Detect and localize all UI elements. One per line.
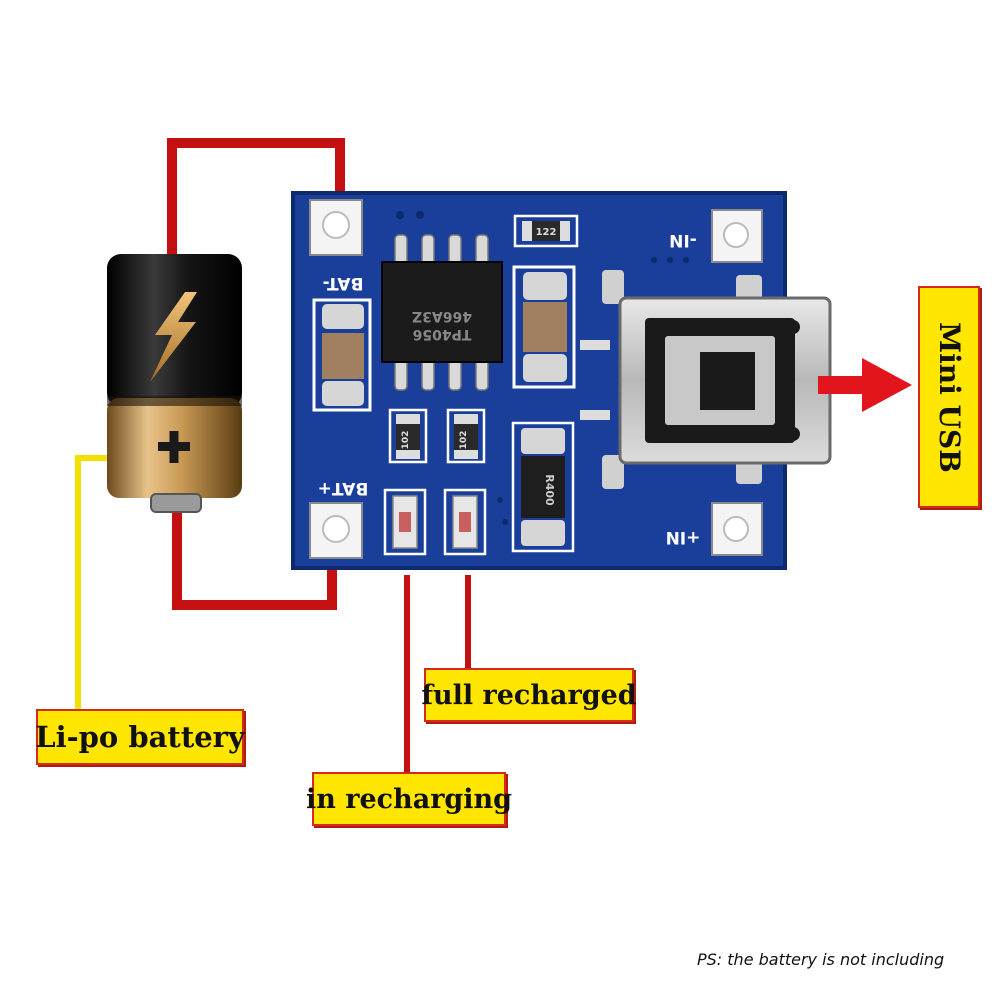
chip-marking-line1: TP4056 [413, 326, 472, 342]
resistor-led-red-label: 102 [401, 431, 411, 450]
resistor-prog-label: R400 [543, 474, 556, 506]
capacitor-right [512, 265, 576, 389]
bat-positive-label: BAT+ [318, 478, 369, 498]
battery-terminal [150, 493, 202, 513]
in-positive-pad [711, 502, 763, 556]
led-full [443, 488, 487, 556]
plus-symbol-icon [158, 431, 190, 463]
lipo-battery [107, 254, 242, 513]
resistor-led-blue-label: 102 [459, 431, 469, 450]
in-positive-label: +IN [666, 527, 701, 547]
battery-callout-line [75, 455, 107, 710]
in-negative-label: -IN [669, 230, 697, 250]
bat-positive-pad [309, 502, 363, 559]
mini-usb-connector [580, 270, 832, 489]
in-recharging-label: in recharging [306, 772, 512, 826]
usb-arrow [818, 358, 912, 412]
chip-marking-line2: 466A3Z [412, 308, 472, 324]
resistor-prog: R400 [511, 421, 575, 553]
resistor-led-blue: 102 [446, 408, 486, 464]
mini-usb-label: Mini USB [918, 286, 980, 508]
in-negative-pad [711, 209, 763, 263]
resistor-led-red: 102 [388, 408, 428, 464]
tp4056-chip: TP4056 466A3Z [381, 261, 503, 363]
resistor-122-label: 122 [536, 227, 557, 238]
full-recharged-label: full recharged [421, 668, 637, 722]
mini-usb-label-text: Mini USB [932, 321, 966, 473]
capacitor-left [312, 298, 372, 412]
wire-bat-negative [167, 138, 345, 258]
wire-bat-positive [172, 512, 337, 610]
resistor-122: 122 [513, 214, 579, 248]
tp4056-board: BAT- BAT+ -IN +IN TP4056 466A3Z [291, 191, 832, 570]
led-charging [383, 488, 427, 556]
lipo-battery-label: Li-po battery [35, 709, 245, 765]
pcb-vias [396, 211, 689, 525]
lightning-bolt-icon [150, 292, 197, 382]
bat-negative-label: BAT- [323, 273, 364, 293]
bat-negative-pad [309, 199, 363, 256]
battery-not-included-note: PS: the battery is not including [697, 950, 945, 969]
